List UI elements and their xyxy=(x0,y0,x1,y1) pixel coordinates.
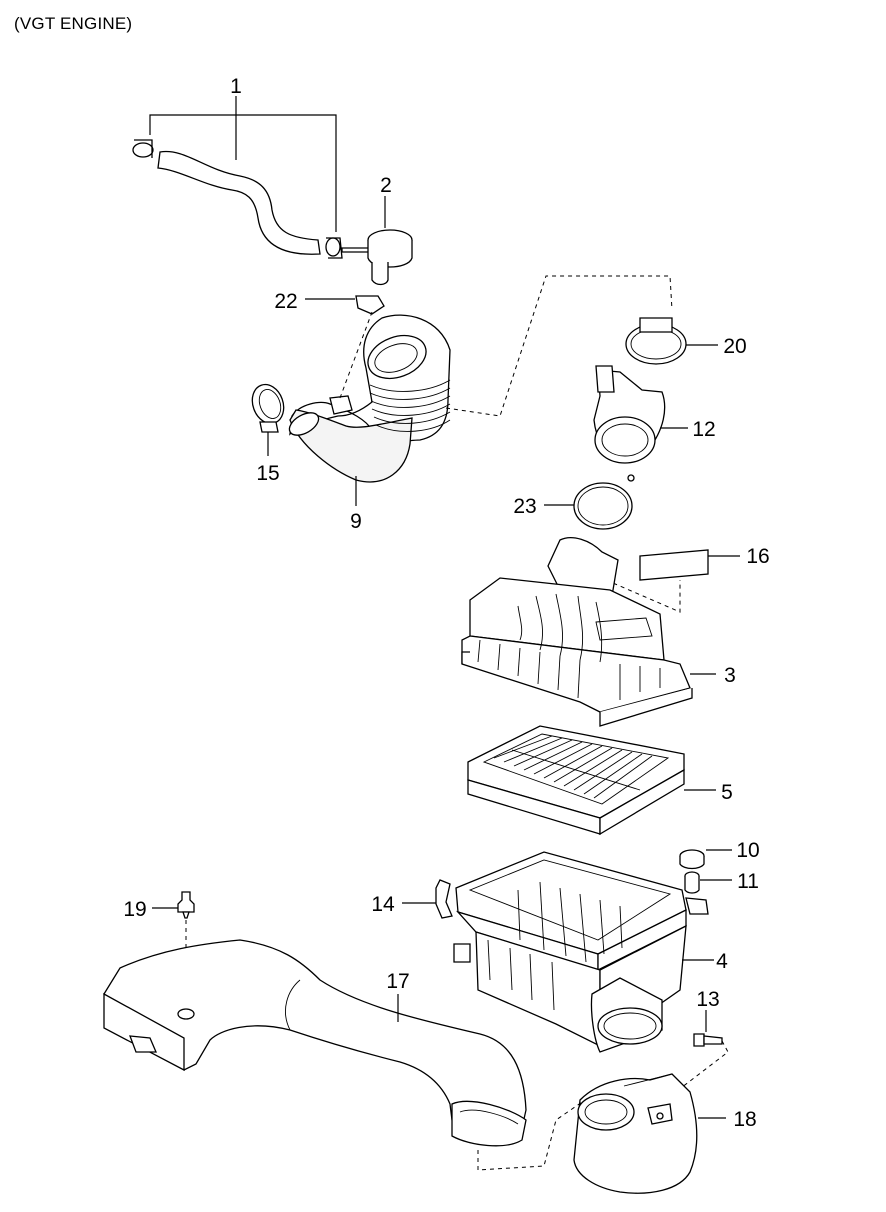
callout-23: 23 xyxy=(513,495,536,518)
callout-18: 18 xyxy=(733,1108,756,1131)
pcv-valve xyxy=(341,229,413,286)
callout-22: 22 xyxy=(274,290,297,313)
callout-5: 5 xyxy=(721,781,733,804)
callout-2: 2 xyxy=(380,174,392,197)
hose-clamp xyxy=(251,383,285,433)
intake-duct xyxy=(103,939,527,1147)
callout-4: 4 xyxy=(716,950,728,973)
callout-14: 14 xyxy=(371,893,395,916)
air-filter-element xyxy=(467,725,685,836)
o-ring xyxy=(573,482,633,530)
diagram-title: (VGT ENGINE) xyxy=(14,14,133,33)
breather-hose xyxy=(132,139,343,259)
callout-11: 11 xyxy=(737,870,759,893)
callout-19: 19 xyxy=(123,898,146,921)
grommet xyxy=(679,849,705,870)
air-cleaner-body xyxy=(453,851,709,1053)
callout-9: 9 xyxy=(350,510,362,533)
clamp-ring xyxy=(625,317,687,365)
bushing xyxy=(684,871,700,894)
callout-3: 3 xyxy=(724,664,736,687)
bolt xyxy=(693,1033,723,1047)
callout-16: 16 xyxy=(746,545,769,568)
push-rivet xyxy=(177,891,195,919)
callout-labels: 1 2 3 4 5 9 10 11 12 13 14 15 16 17 18 1… xyxy=(123,75,769,1131)
air-cleaner-cover xyxy=(461,537,693,727)
callout-17: 17 xyxy=(386,970,409,993)
callout-20: 20 xyxy=(723,335,746,358)
callout-10: 10 xyxy=(736,839,759,862)
resonator xyxy=(573,1073,698,1194)
callout-13: 13 xyxy=(696,988,719,1011)
air-flow-sensor xyxy=(593,365,666,482)
hose-clip xyxy=(355,295,385,315)
callout-12: 12 xyxy=(692,418,715,441)
callout-1: 1 xyxy=(230,75,242,98)
intake-hose xyxy=(288,314,451,483)
label-sticker xyxy=(639,549,709,581)
body-clip xyxy=(435,879,453,919)
callout-15: 15 xyxy=(256,462,279,485)
